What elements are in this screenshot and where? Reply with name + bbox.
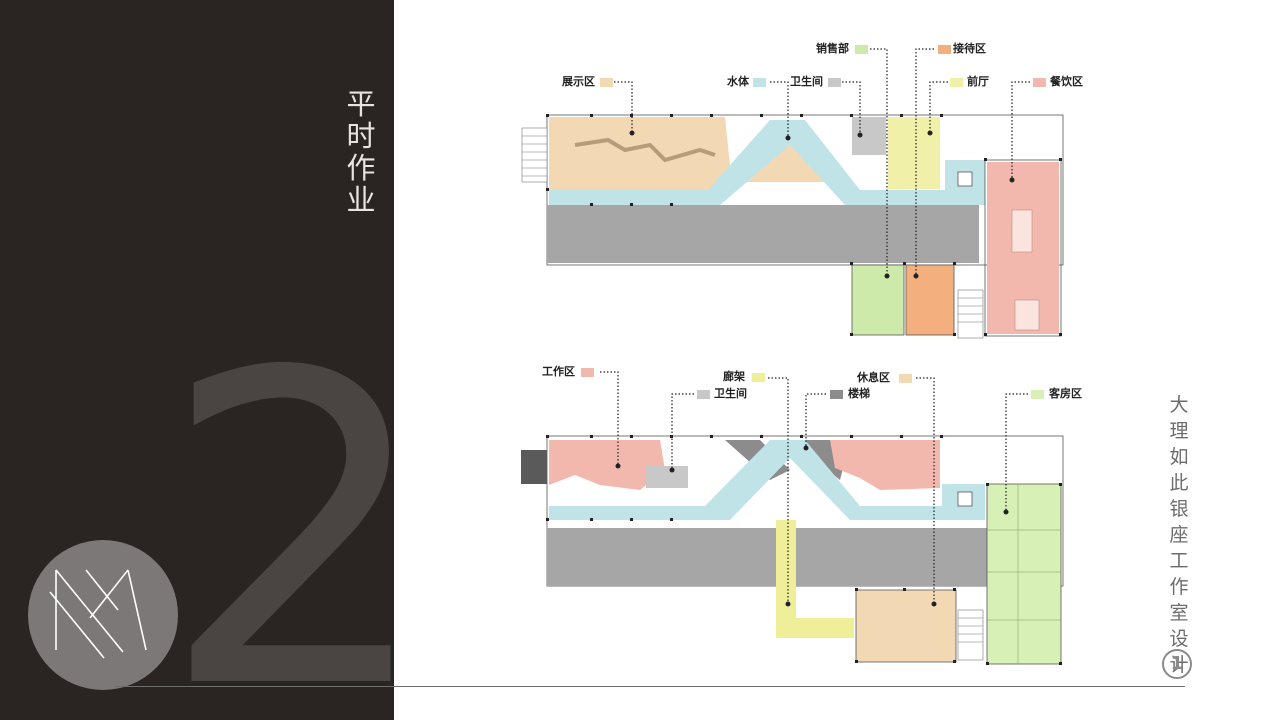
- work-area-left: [549, 440, 665, 490]
- legend-sales: 销售部: [816, 42, 849, 55]
- reception-area: [905, 264, 955, 336]
- logo-mark-icon: [49, 569, 147, 659]
- swatch-work: [581, 368, 594, 377]
- guest-rooms: [986, 483, 1062, 665]
- legend-toilet-bottom: 卫生间: [714, 387, 747, 400]
- legend-water: 水体: [727, 75, 749, 88]
- swatch-guest: [1031, 390, 1044, 399]
- gray-zone-top: [547, 205, 979, 263]
- legend-gallery: 廊架: [723, 370, 745, 383]
- corridor-bottom: [549, 440, 985, 520]
- swatch-lobby: [950, 78, 963, 87]
- swatch-gallery: [752, 373, 765, 382]
- legend-dining: 餐饮区: [1050, 75, 1083, 88]
- water-corridor-top: [549, 120, 985, 205]
- lobby-top: [888, 117, 940, 189]
- exhibit-area: [549, 117, 730, 190]
- legend-toilet-top: 卫生间: [790, 75, 823, 88]
- logo: [28, 540, 178, 690]
- legend-stairs: 楼梯: [848, 387, 870, 400]
- section-number: 2: [160, 283, 394, 720]
- page-number-badge: 1: [1162, 649, 1192, 679]
- legend-rest: 休息区: [857, 371, 890, 384]
- stair-left-top: [521, 127, 548, 183]
- toilet-bottom: [646, 466, 688, 488]
- swatch-toilet-bottom: [697, 390, 710, 399]
- swatch-rest: [899, 374, 912, 383]
- swatch-toilet-top: [828, 78, 841, 87]
- gray-zone-bottom: [547, 528, 987, 586]
- swatch-stairs: [830, 390, 843, 399]
- swatch-dining: [1033, 78, 1046, 87]
- swatch-exhibit: [600, 78, 613, 87]
- baseline-rule: [115, 686, 1185, 687]
- stair-left-bottom: [521, 450, 547, 484]
- legend-lobby: 前厅: [967, 75, 989, 88]
- legend-guest: 客房区: [1049, 387, 1082, 400]
- swatch-reception: [938, 45, 951, 54]
- legend-exhibit: 展示区: [562, 75, 595, 88]
- swatch-water: [753, 78, 766, 87]
- sales-dept: [851, 264, 905, 336]
- swatch-sales: [855, 45, 868, 54]
- toilet-top: [852, 117, 886, 155]
- work-area-right: [830, 440, 940, 490]
- left-panel: 2 平时作业: [0, 0, 394, 720]
- legend-work: 工作区: [542, 365, 575, 378]
- rest-area: [855, 589, 957, 663]
- gallery-walkway: [776, 520, 854, 638]
- legend-reception: 接待区: [953, 42, 986, 55]
- section-title: 平时作业: [346, 87, 376, 217]
